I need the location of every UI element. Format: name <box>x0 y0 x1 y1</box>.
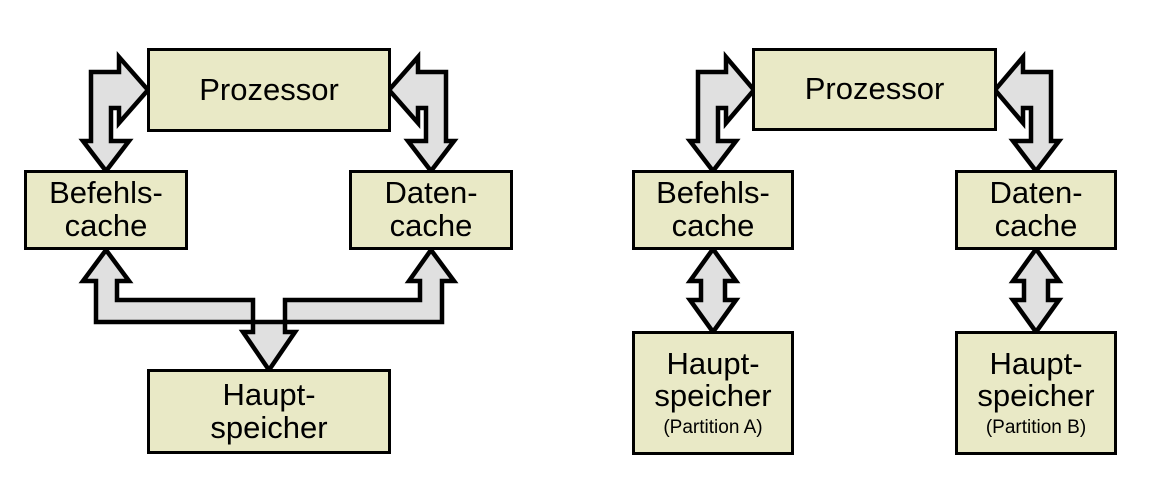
connector-befehlscache-hauptspeicher-a <box>685 245 741 336</box>
left-hauptspeicher-box[interactable]: Haupt- speicher <box>147 369 391 454</box>
right-hauptspeicher-a-label-2: speicher <box>654 378 772 414</box>
left-befehls-cache-box[interactable]: Befehls- cache <box>24 170 188 250</box>
right-prozessor-label-1: Prozessor <box>804 71 945 107</box>
left-prozessor-box[interactable]: Prozessor <box>147 48 391 132</box>
left-befehls-cache-label-2: cache <box>64 208 148 243</box>
left-daten-cache-label-1: Daten- <box>384 175 478 211</box>
connector-caches-hauptspeicher-left <box>78 246 459 374</box>
right-hauptspeicher-a-partition-label: (Partition A) <box>663 417 763 439</box>
left-hauptspeicher-label-2: speicher <box>210 409 328 445</box>
right-daten-cache-label-2: cache <box>994 208 1078 243</box>
right-daten-cache-box[interactable]: Daten- cache <box>955 170 1117 250</box>
right-hauptspeicher-a-label-1: Haupt- <box>666 345 760 381</box>
right-hauptspeicher-partition-a-box[interactable]: Haupt- speicher (Partition A) <box>632 331 794 455</box>
left-daten-cache-box[interactable]: Daten- cache <box>349 170 513 250</box>
right-befehls-cache-box[interactable]: Befehls- cache <box>632 170 794 250</box>
right-prozessor-box[interactable]: Prozessor <box>752 48 997 131</box>
left-hauptspeicher-label-1: Haupt- <box>222 376 316 412</box>
right-daten-cache-label-1: Daten- <box>989 175 1083 211</box>
right-befehls-cache-label-2: cache <box>671 208 755 243</box>
right-hauptspeicher-b-label-2: speicher <box>977 378 1095 414</box>
right-hauptspeicher-b-label-1: Haupt- <box>989 345 1083 381</box>
connector-prozessor-befehlscache-left <box>78 51 151 175</box>
right-hauptspeicher-partition-b-box[interactable]: Haupt- speicher (Partition B) <box>955 331 1117 455</box>
connector-prozessor-datencache-left <box>386 51 459 175</box>
right-hauptspeicher-b-partition-label: (Partition B) <box>985 417 1087 439</box>
connector-prozessor-befehlscache-right <box>685 50 757 175</box>
right-befehls-cache-label-1: Befehls- <box>656 175 770 211</box>
connector-prozessor-datencache-right <box>992 50 1064 175</box>
connector-datencache-hauptspeicher-b <box>1008 245 1064 336</box>
left-daten-cache-label-2: cache <box>389 208 473 243</box>
left-prozessor-label-1: Prozessor <box>199 71 339 107</box>
left-befehls-cache-label-1: Befehls- <box>49 175 163 211</box>
